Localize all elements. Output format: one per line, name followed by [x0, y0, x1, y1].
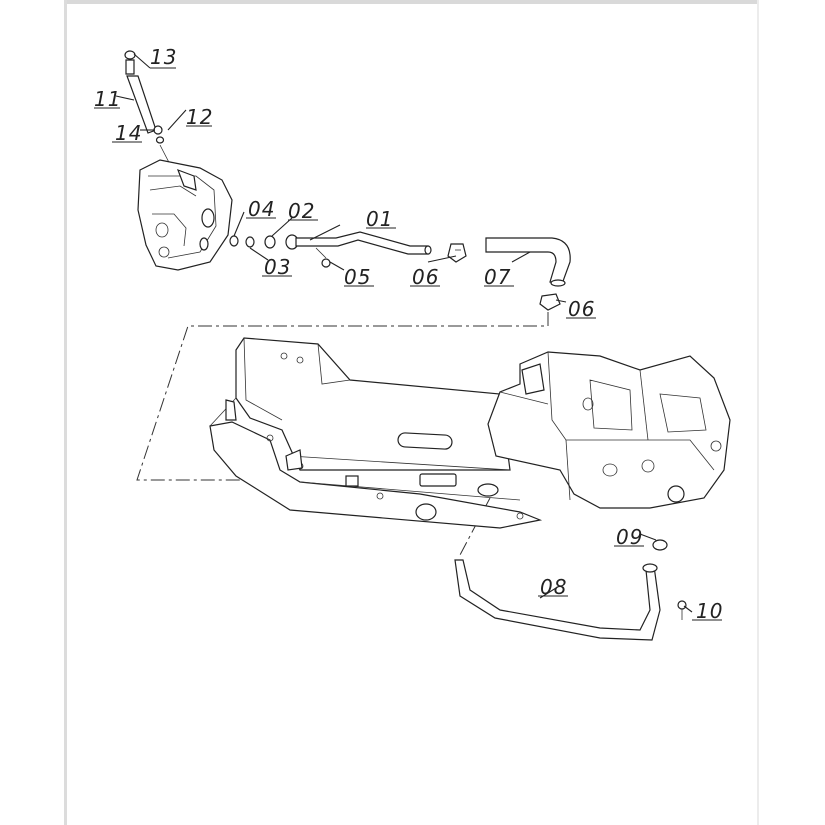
- callout-10: 10: [696, 599, 723, 623]
- seal-ring-09: [652, 539, 668, 551]
- transmission-housing: [487, 351, 731, 509]
- callout-08: 08: [540, 575, 567, 599]
- callout-06-lower: 06: [568, 297, 595, 321]
- callout-09: 09: [616, 525, 643, 549]
- main-frame-chassis: [209, 337, 543, 529]
- frame-right-border: [757, 0, 759, 825]
- leader-lines: [115, 53, 693, 613]
- callout-03: 03: [264, 255, 291, 279]
- callout-07: 07: [484, 265, 511, 289]
- oil-pipe: [295, 231, 432, 268]
- hose-clamp-lower: [539, 293, 561, 311]
- callout-underlines: [94, 67, 722, 621]
- frame-top-border: [66, 0, 758, 4]
- callout-02: 02: [288, 199, 315, 223]
- callout-01: 01: [366, 207, 393, 231]
- return-hose: [454, 559, 661, 641]
- callout-04: 04: [248, 197, 275, 221]
- seal-rings: [229, 234, 299, 250]
- callout-05: 05: [344, 265, 371, 289]
- rubber-hose: [485, 237, 571, 287]
- breather-tube-assembly: [124, 50, 177, 177]
- callout-13: 13: [150, 45, 177, 69]
- hose-clamp-upper: [447, 243, 467, 263]
- frame-left-border: [64, 0, 67, 825]
- assembly-path-line: [136, 312, 549, 481]
- callout-14: 14: [115, 121, 142, 145]
- upper-housing: [137, 159, 233, 271]
- callout-06-upper: 06: [412, 265, 439, 289]
- bolt-10: [677, 600, 687, 620]
- callout-11: 11: [94, 87, 121, 111]
- callout-12: 12: [186, 105, 213, 129]
